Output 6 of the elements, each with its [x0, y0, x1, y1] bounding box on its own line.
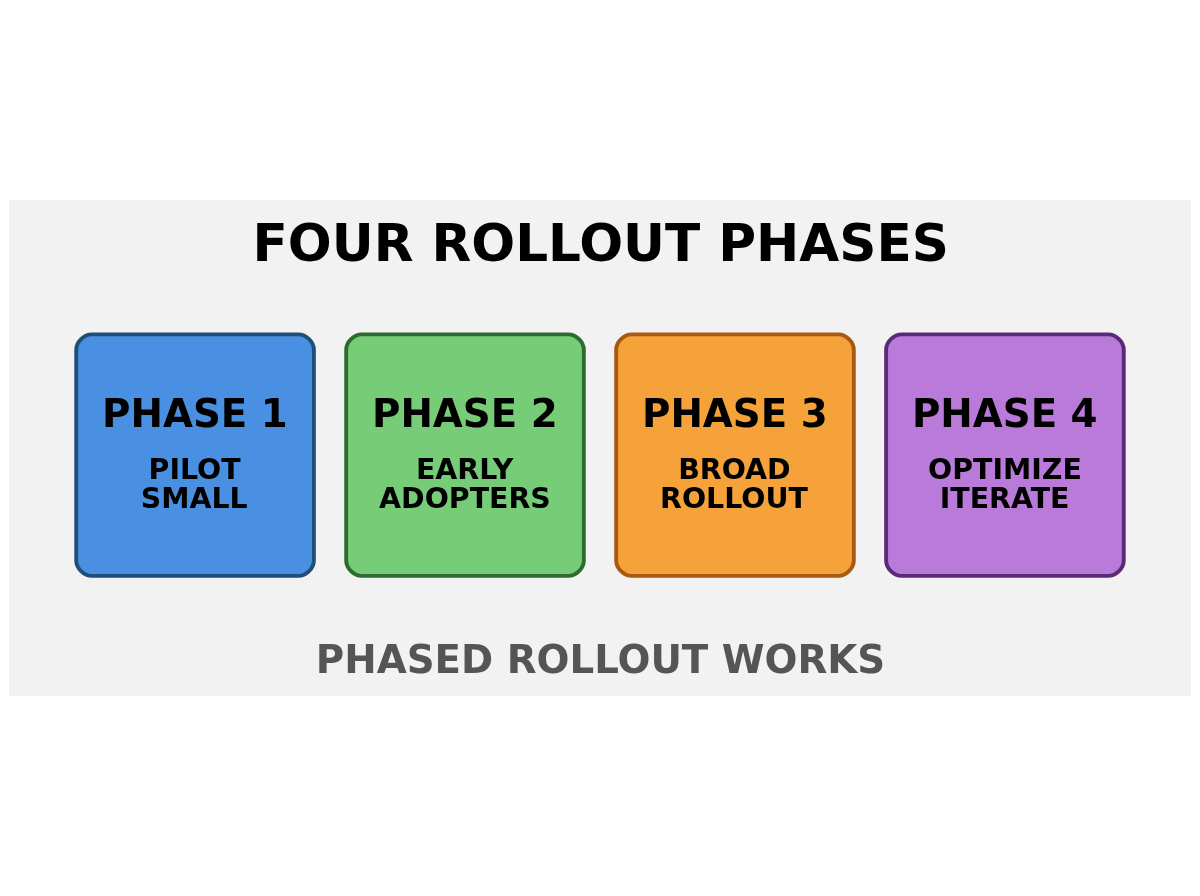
node-box: PHASE 3 BROAD ROLLOUT [614, 332, 856, 578]
caption: PHASED ROLLOUT WORKS [315, 636, 886, 682]
node-box: PHASE 2 EARLY ADOPTERS [344, 332, 586, 578]
diagram-title: FOUR ROLLOUT PHASES [252, 212, 949, 273]
node-box: PHASE 1 PILOT SMALL [74, 332, 316, 578]
node-box: PHASE 4 OPTIMIZE ITERATE [884, 332, 1126, 578]
